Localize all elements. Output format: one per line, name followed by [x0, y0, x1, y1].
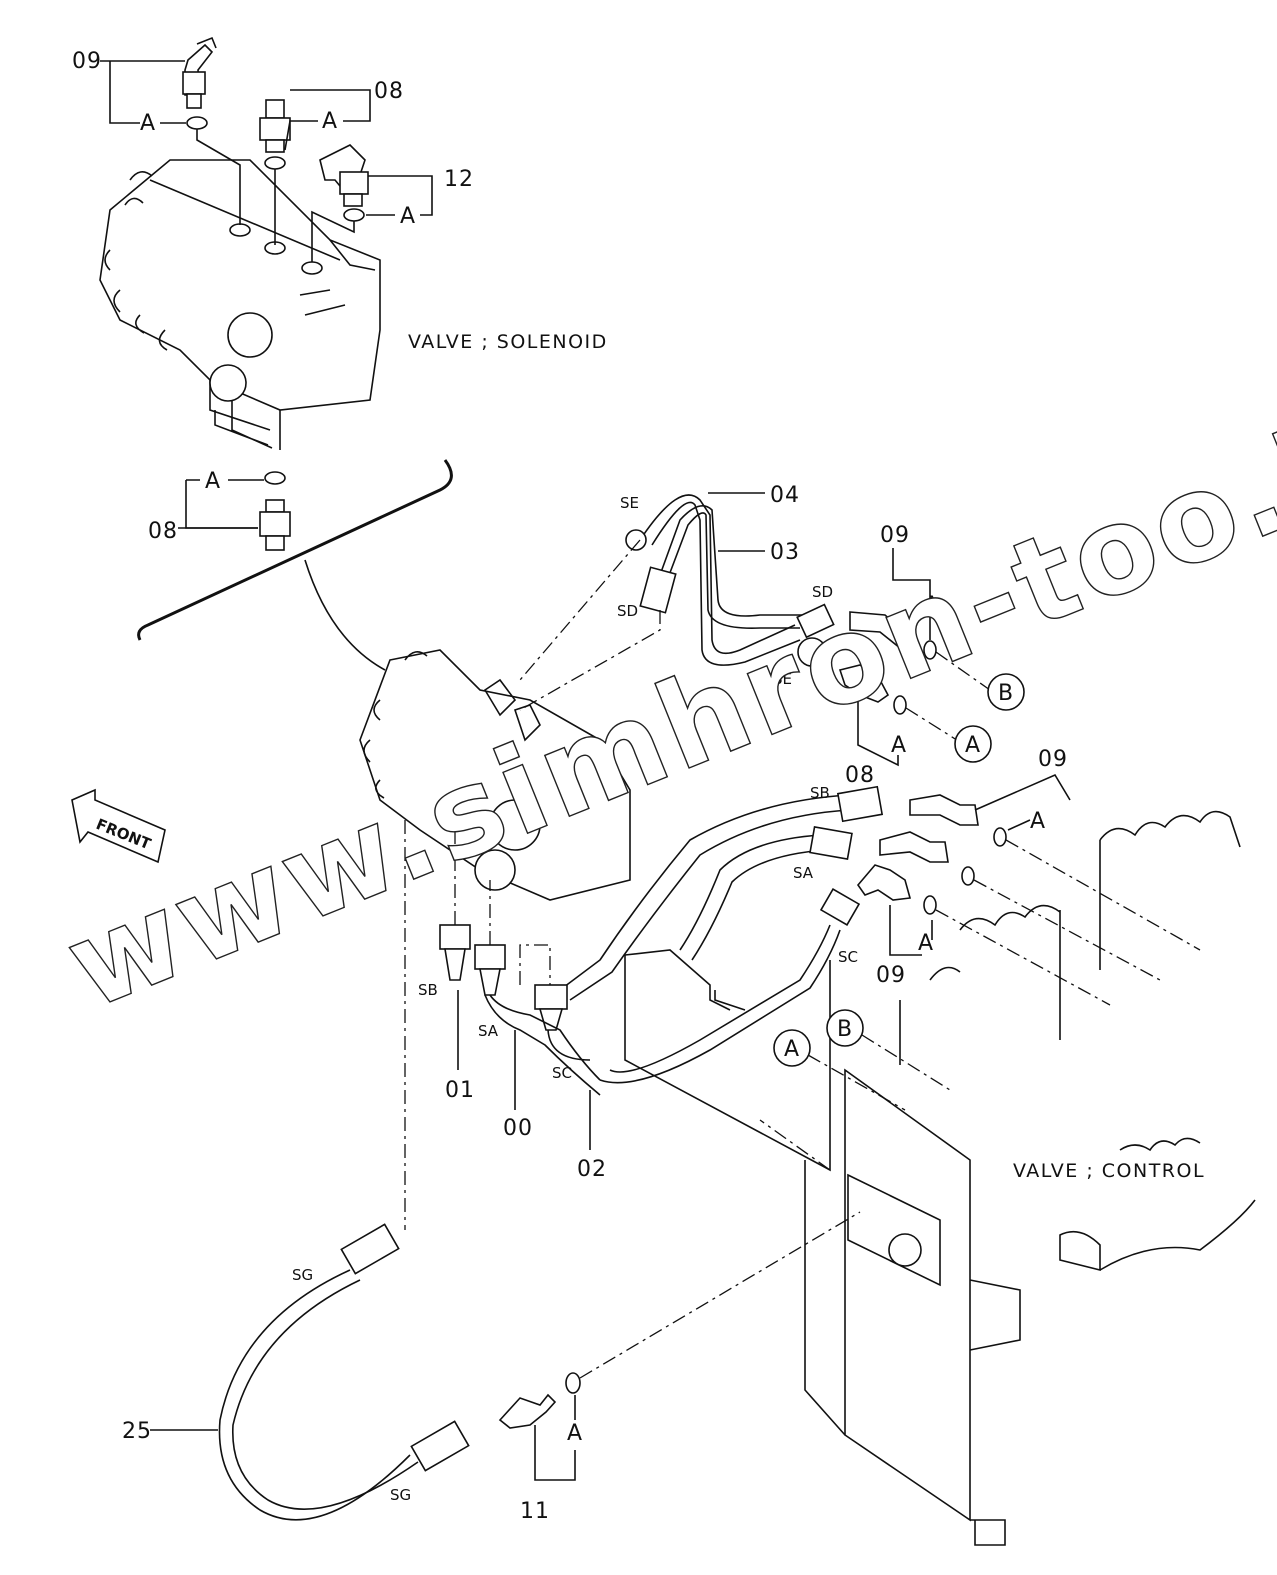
callout-circle-a-lower: [773, 1029, 811, 1067]
fitting-12: [319, 144, 369, 207]
o-ring-09-right-lower: [923, 895, 937, 915]
fitting-09-right-mid: [909, 794, 979, 826]
detail-bracket: [137, 459, 453, 641]
callout-circle-a-lower-label: A: [784, 1037, 800, 1062]
port-label-sb-right: SB: [810, 784, 830, 802]
part-number-09-right-mid: 09: [1038, 747, 1068, 772]
part-number-09-right-lower: 09: [876, 963, 906, 988]
o-ring-09-right-mid: [993, 827, 1007, 847]
callout-circle-a-right: [954, 725, 992, 763]
o-ring-08-right: [893, 695, 907, 715]
part-number-08-mid: 08: [148, 519, 178, 544]
part-number-04: 04: [770, 483, 800, 508]
hoses-sa-sb-sc: [559, 785, 884, 1084]
control-valve-title: VALVE ; CONTROL: [1013, 1160, 1205, 1182]
port-label-sc-left: SC: [552, 1064, 572, 1082]
callout-a-08-top: A: [322, 109, 338, 134]
port-label-se-right: SE: [773, 670, 792, 688]
o-ring-09-right-mid2: [961, 866, 975, 886]
part-number-11: 11: [520, 1499, 550, 1524]
part-number-03: 03: [770, 540, 800, 565]
fitting-09-right-mid2: [879, 831, 949, 863]
fitting-09-top: [182, 36, 217, 109]
solenoid-valve-installed: [359, 649, 631, 901]
part-number-09-top: 09: [72, 49, 102, 74]
fitting-09-right-upper: [849, 611, 919, 649]
port-label-sa-right: SA: [793, 864, 814, 882]
callout-a-09-right: A: [924, 593, 940, 618]
fitting-08-mid: [259, 499, 291, 551]
callout-a-08-mid: A: [205, 469, 221, 494]
control-valve-drawing: [624, 810, 1256, 1546]
solenoid-valve-drawing: [99, 159, 381, 450]
front-arrow: FRONT: [71, 788, 166, 864]
part-number-01: 01: [445, 1078, 475, 1103]
o-ring-08-mid: [264, 471, 286, 485]
callout-a-09-low: A: [918, 931, 934, 956]
o-ring-11: [565, 1372, 581, 1394]
pipes-03-04: [625, 494, 835, 667]
hose-fittings-left: [439, 924, 568, 1031]
fitting-08-right: [838, 664, 890, 703]
port-label-sd-right: SD: [812, 583, 833, 601]
callout-a-09-mid: A: [1030, 809, 1046, 834]
part-number-08-right: 08: [845, 763, 875, 788]
port-label-sc-right: SC: [838, 948, 858, 966]
port-label-se-top: SE: [620, 494, 639, 512]
port-label-sd-top: SD: [617, 602, 638, 620]
solenoid-valve-title: VALVE ; SOLENOID: [408, 331, 608, 353]
o-ring-08-top: [264, 156, 286, 170]
fitting-11: [498, 1393, 557, 1429]
callout-circle-b-lower-label: B: [837, 1017, 853, 1042]
port-label-sa-left: SA: [478, 1022, 499, 1040]
callout-a-11: A: [567, 1421, 583, 1446]
part-number-25: 25: [122, 1419, 152, 1444]
part-number-09-right-upper: 09: [880, 523, 910, 548]
o-ring-09-top: [186, 116, 208, 130]
fitting-08-top: [259, 99, 291, 153]
callout-a-09-top: A: [140, 111, 156, 136]
callout-circle-b-right-label: B: [998, 681, 1014, 706]
o-ring-09-right-upper: [923, 640, 937, 660]
part-number-02: 02: [577, 1157, 607, 1182]
callout-circle-a-right-label: A: [965, 733, 981, 758]
o-ring-12: [343, 208, 365, 222]
part-number-00: 00: [503, 1116, 533, 1141]
part-number-08-top: 08: [374, 79, 404, 104]
callout-a-08-right: A: [891, 733, 907, 758]
callout-circle-b-lower: [826, 1009, 864, 1047]
part-number-12: 12: [444, 167, 474, 192]
watermark: www.simhron-too.kz: [49, 361, 1277, 1037]
port-label-sg-upper: SG: [292, 1266, 313, 1284]
port-label-sg-lower: SG: [390, 1486, 411, 1504]
callout-circle-b-right: [987, 673, 1025, 711]
hose-25: [218, 1223, 470, 1521]
fitting-09-right-lower: [856, 864, 912, 901]
port-label-sb-left: SB: [418, 981, 438, 999]
callout-a-12: A: [400, 204, 416, 229]
